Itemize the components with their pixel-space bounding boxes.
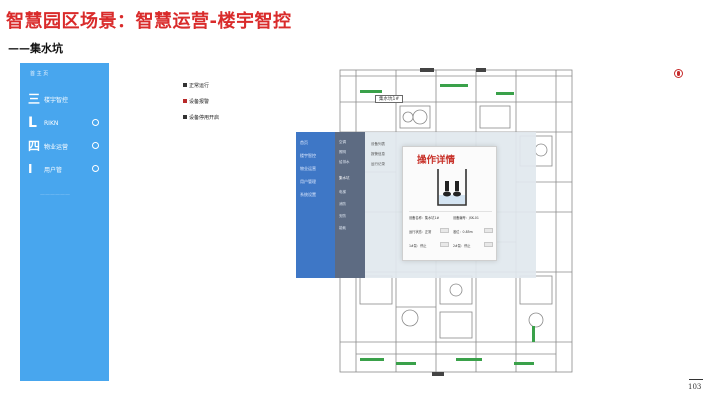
legend-item-normal: 正常运行: [183, 77, 219, 93]
app-sidebar: 首页 楼宇智控 物业运营 用户管理 系统设置: [296, 132, 335, 278]
submenu-item[interactable]: 空调: [339, 140, 346, 144]
app-sidebar-item[interactable]: 首页: [300, 140, 308, 145]
sidebar-item-rikn[interactable]: L RIKN: [28, 116, 103, 130]
submenu-item[interactable]: 电梯: [339, 190, 346, 194]
sidebar-item-property-ops[interactable]: 四 物业运营: [28, 139, 103, 153]
slide-subtitle: ——集水坑: [8, 42, 63, 55]
app-sidebar-item[interactable]: 系统设置: [300, 192, 316, 197]
submenu-item[interactable]: 能耗: [339, 226, 346, 230]
menu-icon: 三: [28, 92, 41, 106]
legend-swatch: [183, 99, 187, 103]
sidebar-faded-item[interactable]: ——————: [40, 192, 70, 198]
dialog-action-button[interactable]: [484, 242, 493, 247]
expand-circle-icon[interactable]: [92, 142, 99, 149]
sump-pit-tag[interactable]: 集水坑1#: [375, 95, 404, 103]
alert-badge-icon[interactable]: [674, 69, 683, 78]
sidebar-item-label: 用户管: [44, 166, 63, 174]
submenu-item[interactable]: 给排水: [339, 160, 350, 164]
app-sidebar-item[interactable]: 物业运营: [300, 166, 316, 171]
legend-swatch: [183, 83, 187, 87]
sidebar-item-label: 物业运营: [44, 143, 69, 151]
legend-label: 正常运行: [189, 82, 210, 89]
sidebar-item-label: 楼宇智控: [44, 96, 69, 104]
dialog-field: 设备编号：JSK-01: [453, 216, 479, 220]
legend-item-alarm: 设备报警: [183, 93, 219, 109]
dialog-action-button[interactable]: [440, 228, 449, 233]
dialog-divider: [409, 211, 492, 212]
submenu-item[interactable]: 安防: [339, 214, 346, 218]
dialog-field: 设备名称：集水坑1#: [409, 216, 440, 220]
main-menu-item[interactable]: 运行记录: [371, 162, 385, 166]
submenu-item-active[interactable]: 集水坑: [339, 176, 350, 180]
sidebar-item-user[interactable]: I 用户管: [28, 162, 103, 176]
sidebar-item-building-control[interactable]: 三 楼宇智控: [28, 92, 103, 106]
status-legend: 正常运行 设备报警 设备停用开启: [183, 77, 219, 125]
slide-title: 智慧园区场景：智慧运营-楼宇智控: [6, 11, 292, 32]
main-menu-item[interactable]: 报警信息: [371, 152, 385, 156]
sidebar-item-label: RIKN: [44, 119, 59, 127]
legend-label: 设备报警: [189, 98, 210, 105]
submenu-item[interactable]: 消防: [339, 202, 346, 206]
sump-pit-pump-icon: [437, 169, 467, 206]
operation-details-dialog: 操作详情 设备名称：集水坑1# 设备编号：JSK-01 运行状态：正常 液位：0…: [402, 146, 497, 261]
main-menu-item[interactable]: 设备列表: [371, 142, 385, 146]
expand-circle-icon[interactable]: [92, 165, 99, 172]
dialog-title: 操作详情: [417, 155, 456, 166]
page-number-rule: [689, 379, 703, 380]
dialog-field: 液位：0.85m: [453, 230, 473, 234]
sidebar-home[interactable]: 首 主 页: [30, 71, 49, 77]
dialog-field: 运行状态：正常: [409, 230, 432, 234]
legend-label: 设备停用开启: [189, 114, 220, 121]
legend-item-disabled: 设备停用开启: [183, 109, 219, 125]
main-sidebar: 首 主 页 三 楼宇智控 L RIKN 四 物业运营 I 用户管 ——————: [20, 63, 109, 381]
app-submenu: 空调 照明 给排水 集水坑 电梯 消防 安防 能耗: [335, 132, 365, 278]
legend-swatch: [183, 115, 187, 119]
dialog-action-button[interactable]: [440, 242, 449, 247]
l-shape-icon: L: [28, 115, 37, 131]
dialog-action-button[interactable]: [484, 228, 493, 233]
user-bar-icon: I: [28, 162, 33, 176]
page-number: 103: [688, 383, 702, 391]
expand-circle-icon[interactable]: [92, 119, 99, 126]
grid-icon: 四: [28, 139, 41, 153]
app-sidebar-item[interactable]: 楼宇智控: [300, 153, 316, 158]
dialog-field: 1#泵：停止: [409, 244, 427, 248]
dialog-field: 2#泵：停止: [453, 244, 471, 248]
app-sidebar-item[interactable]: 用户管理: [300, 179, 316, 184]
submenu-item[interactable]: 照明: [339, 150, 346, 154]
